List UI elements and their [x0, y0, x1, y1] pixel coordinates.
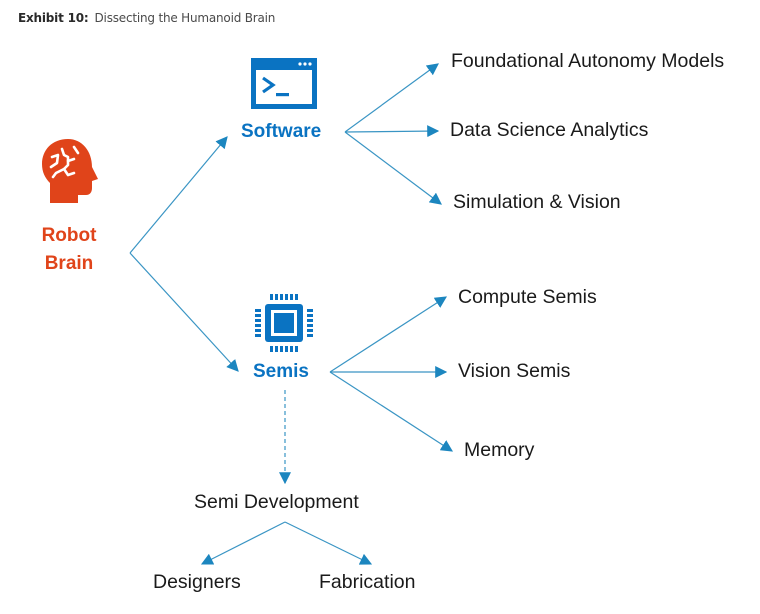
semi-development-child-designers: Designers [153, 571, 241, 593]
software-child-simulation-vision: Simulation & Vision [453, 191, 621, 213]
arrow-root-to-semis [129, 252, 239, 372]
terminal-window-icon [251, 58, 317, 109]
exhibit-title-text: Dissecting the Humanoid Brain [94, 11, 276, 25]
arrow-software-to-simulation [344, 131, 442, 205]
software-child-foundational-autonomy-models: Foundational Autonomy Models [451, 50, 725, 72]
semis-child-memory: Memory [464, 439, 535, 461]
semis-label: Semis [253, 361, 309, 382]
brain-head-icon [38, 137, 102, 205]
software-label: Software [241, 121, 322, 142]
exhibit-label: Exhibit 10: [18, 11, 89, 25]
arrow-semis-to-compute [329, 296, 448, 373]
semi-development-child-fabrication: Fabrication [319, 571, 416, 593]
semi-development-label: Semi Development [194, 491, 359, 513]
arrow-software-to-data-science [344, 125, 440, 138]
arrow-development-to-designers [200, 521, 286, 565]
software-child-data-science-analytics: Data Science Analytics [450, 119, 649, 141]
arrow-development-to-fabrication [284, 521, 373, 565]
arrow-software-to-foundational [344, 63, 439, 133]
root-label-line2: Brain [44, 253, 94, 274]
semis-child-compute-semis: Compute Semis [458, 286, 597, 308]
chip-icon [252, 291, 316, 355]
exhibit-title: Exhibit 10: Dissecting the Humanoid Brain [18, 11, 275, 25]
root-label-line1: Robot [41, 225, 97, 246]
root-label: Robot Brain [30, 222, 108, 278]
arrow-root-to-software [129, 136, 228, 254]
arrow-semis-to-memory [329, 371, 454, 452]
semis-child-vision-semis: Vision Semis [458, 360, 571, 382]
